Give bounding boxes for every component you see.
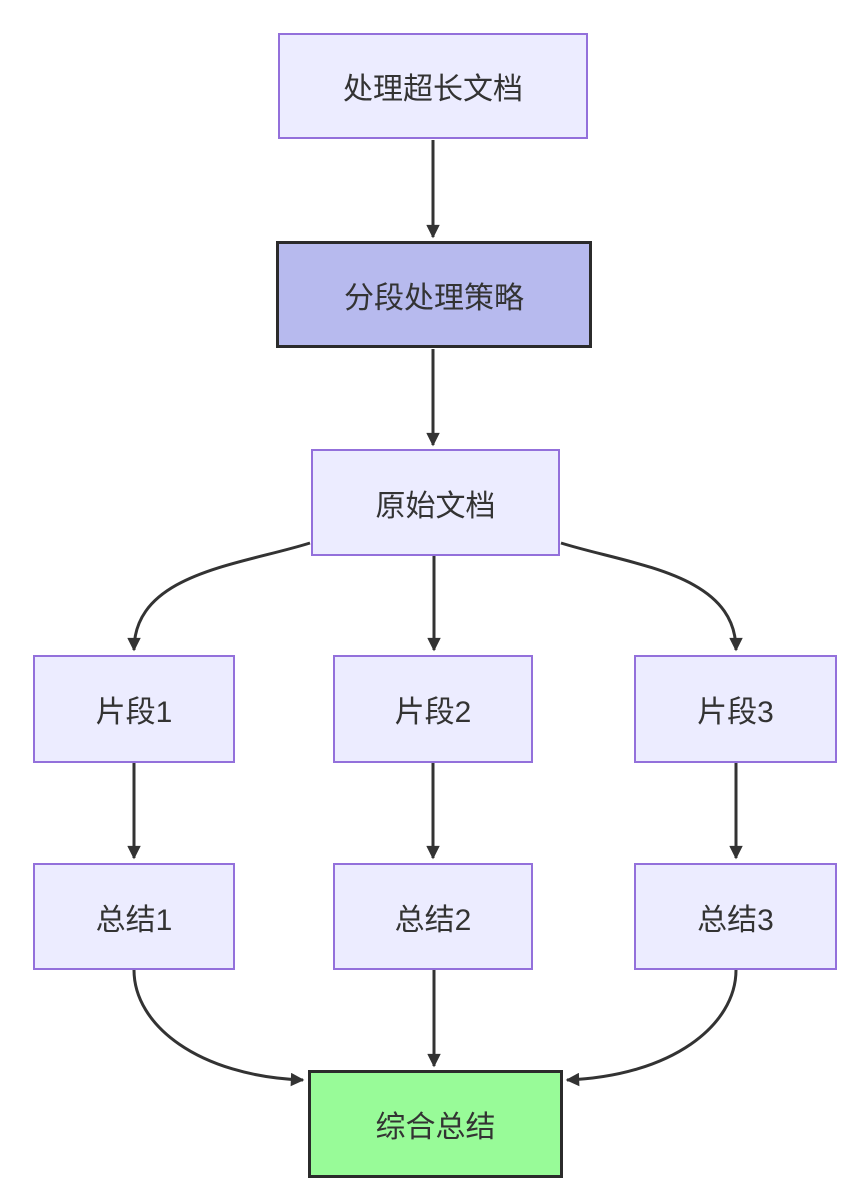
node-label: 片段2 — [394, 696, 472, 729]
node-original-document: 原始文档 — [311, 449, 560, 556]
node-label: 总结2 — [394, 903, 472, 937]
node-fragment-3: 片段3 — [634, 655, 837, 763]
node-label: 总结3 — [697, 903, 774, 937]
node-label: 处理超长文档 — [343, 73, 523, 106]
node-summary-3: 总结3 — [634, 863, 837, 970]
node-summary-1: 总结1 — [33, 863, 235, 970]
node-label: 综合总结 — [375, 1111, 496, 1144]
node-segmentation-strategy: 分段处理策略 — [276, 241, 592, 348]
node-label: 分段处理策略 — [344, 281, 524, 315]
edge-sum1-to-final — [132, 969, 305, 1087]
edge-sum3-to-final — [565, 969, 738, 1087]
node-summary-2: 总结2 — [333, 863, 533, 970]
node-label: 总结1 — [95, 903, 173, 937]
node-process-long-document: 处理超长文档 — [278, 33, 588, 139]
edge-original-to-frag1 — [127, 541, 311, 652]
edge-original-to-frag3 — [560, 541, 743, 652]
node-label: 原始文档 — [375, 489, 496, 523]
node-fragment-2: 片段2 — [333, 655, 533, 763]
node-label: 片段3 — [697, 696, 774, 729]
node-fragment-1: 片段1 — [33, 655, 235, 763]
node-label: 片段1 — [95, 696, 173, 729]
node-final-summary: 综合总结 — [308, 1070, 563, 1178]
